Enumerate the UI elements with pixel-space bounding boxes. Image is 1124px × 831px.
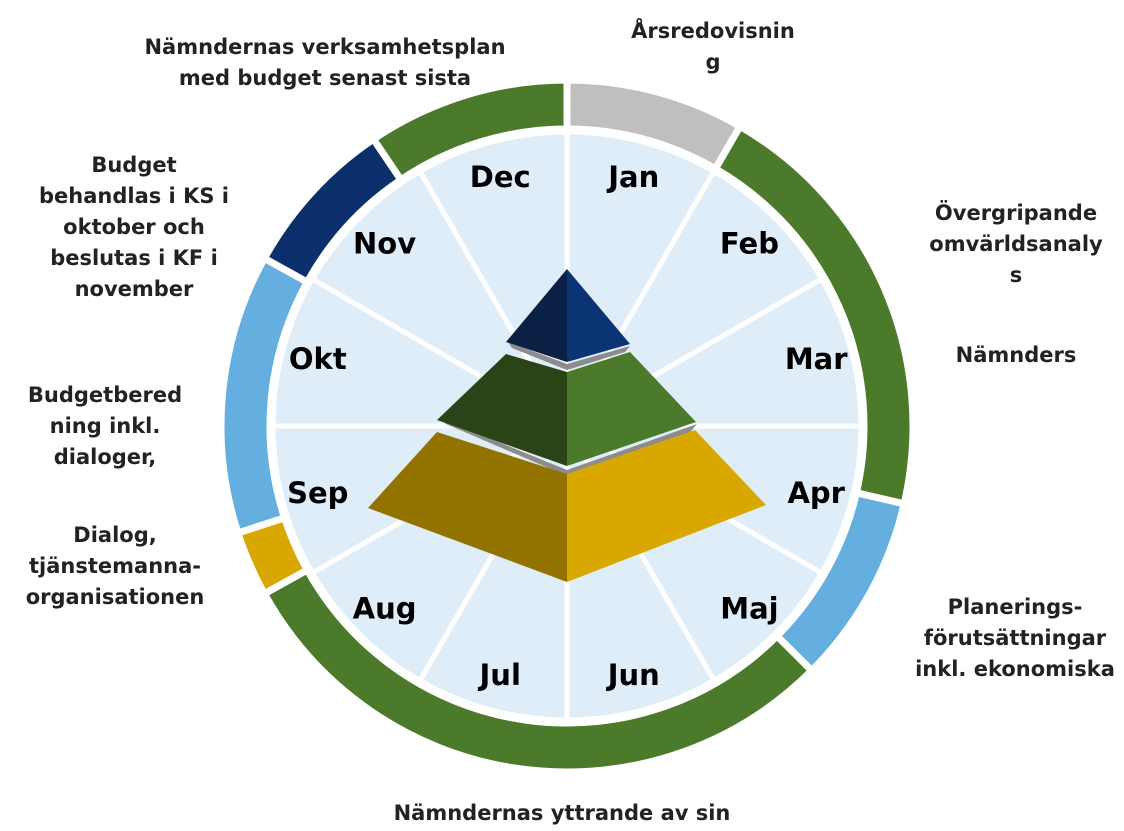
month-sector-jan: [564, 129, 718, 436]
month-label-okt: Okt: [289, 342, 347, 376]
month-label-sep: Sep: [287, 476, 348, 510]
pyramid-separator-upper: [508, 342, 630, 370]
label-yttrande: Nämndernas yttrande av sin: [393, 801, 731, 825]
ring-segment-verksamhetsplan: [368, 76, 571, 185]
label-planeringsforutsattningar: Planerings- förutsättningar inkl. ekonom…: [915, 595, 1115, 681]
month-label-feb: Feb: [720, 227, 779, 261]
month-label-aug: Aug: [353, 591, 417, 625]
pyramid-base-right: [567, 430, 766, 582]
month-label-apr: Apr: [787, 476, 845, 510]
month-label-maj: Maj: [720, 591, 778, 625]
month-label-nov: Nov: [353, 227, 416, 261]
label-namnders: Nämnders: [955, 343, 1077, 367]
month-label-dec: Dec: [470, 160, 531, 194]
label-arsredovisning: Årsredovisnin g: [631, 19, 795, 74]
month-label-jul: Jul: [478, 658, 521, 692]
pyramid-top-right: [567, 269, 630, 362]
month-label-jun: Jun: [606, 658, 660, 692]
pyramid-base-left: [368, 432, 567, 582]
label-budgetberedning: Budgetbered ning inkl. dialoger,: [27, 383, 183, 469]
pyramid-top-left: [506, 269, 567, 362]
label-verksamhetsplan: Nämndernas verksamhetsplan med budget se…: [144, 35, 506, 90]
label-dialog: Dialog, tjänstemanna- organisationen: [25, 523, 205, 609]
month-label-mar: Mar: [785, 342, 848, 376]
label-budget-ks-kf: Budget behandlas i KS i oktober och besl…: [39, 153, 229, 301]
pyramid-middle-right: [567, 352, 696, 466]
label-omvarldsanalys: Övergripande omvärldsanaly s: [929, 201, 1103, 287]
pyramid-middle-left: [437, 354, 567, 466]
month-label-jan: Jan: [606, 160, 659, 194]
